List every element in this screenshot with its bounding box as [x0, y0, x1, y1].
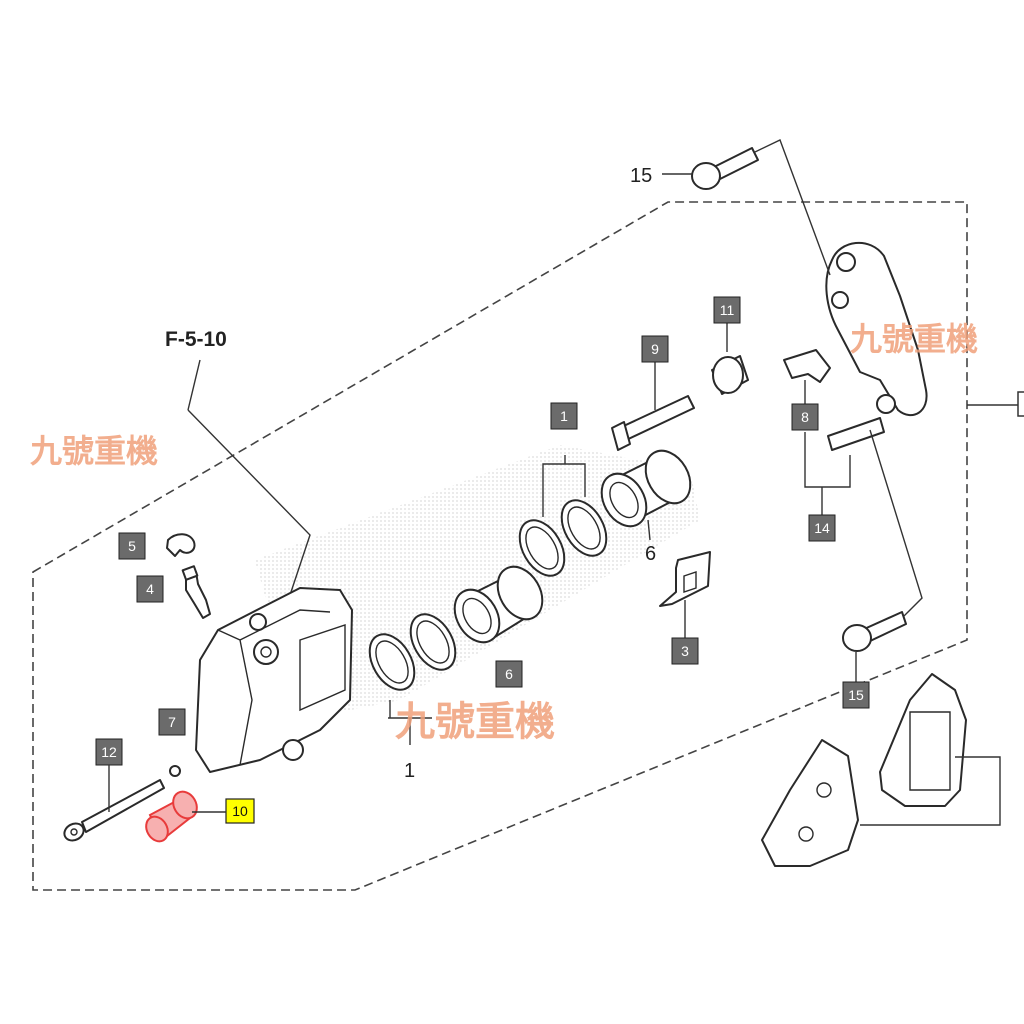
reference-label: F-5-10 [165, 328, 227, 351]
label-box-15: 15 [842, 681, 870, 709]
label-box-14: 14 [808, 514, 836, 542]
label-box-12: 12 [95, 738, 123, 766]
offpage-box [1017, 391, 1024, 417]
pads-bracket [860, 756, 1001, 826]
label-box-9: 9 [641, 335, 669, 363]
svg-text:6: 6 [505, 666, 513, 682]
part-15-bolt-bottom [842, 611, 907, 652]
reference-leader [187, 359, 201, 411]
svg-text:8: 8 [801, 409, 809, 425]
part-1-bottom-bracket [388, 717, 432, 745]
label-box-11: 11 [713, 296, 741, 324]
label-15-top: 15 [630, 165, 652, 187]
svg-text:14: 14 [814, 520, 830, 536]
label-box-10-highlighted: 10 [225, 798, 255, 824]
part-3-pad-spring [659, 551, 711, 607]
svg-text:15: 15 [848, 687, 864, 703]
svg-text:12: 12 [101, 744, 117, 760]
part-10-bolt-highlighted [145, 790, 198, 843]
part-15-top-line [754, 139, 831, 276]
part-6-piston-upper [600, 449, 692, 528]
part-7-washer [169, 765, 181, 777]
watermark-center: 九號重機 [395, 699, 555, 745]
svg-text:4: 4 [146, 581, 154, 597]
part-4-bleeder-valve [181, 565, 211, 619]
brake-pads [761, 673, 967, 867]
part-8-clip [783, 349, 831, 383]
svg-text:9: 9 [651, 341, 659, 357]
part-15-bolt-top [691, 147, 759, 190]
part-6-piston-lower [453, 565, 544, 644]
label-6-plain: 6 [645, 543, 656, 565]
part-14-bracket [804, 432, 851, 515]
label-box-3: 3 [671, 637, 699, 665]
label-box-1-top: 1 [550, 402, 578, 430]
part-9-slide-pin [611, 395, 695, 451]
svg-text:5: 5 [128, 538, 136, 554]
svg-text:10: 10 [232, 803, 248, 819]
reference-leader-2 [187, 409, 311, 611]
part-6-plain-leader [647, 519, 651, 541]
watermark-left: 九號重機 [30, 432, 158, 470]
part-5-clip [166, 533, 196, 557]
svg-text:3: 3 [681, 643, 689, 659]
part-11-boot [711, 355, 749, 395]
assembly-outline [32, 201, 968, 891]
label-box-5: 5 [118, 532, 146, 560]
part-12-pin [63, 779, 165, 842]
label-box-7: 7 [158, 708, 186, 736]
label-box-6: 6 [495, 660, 523, 688]
label-1-bottom: 1 [404, 760, 415, 782]
caliper-bracket [825, 241, 928, 451]
part-1-seals-top [518, 499, 608, 577]
part-15-bottom-line [869, 429, 923, 617]
svg-text:7: 7 [168, 714, 176, 730]
label-box-4: 4 [136, 575, 164, 603]
svg-text:11: 11 [720, 302, 735, 318]
label-box-8: 8 [791, 403, 819, 431]
watermark-right: 九號重機 [850, 320, 978, 358]
part-1-top-bracket [542, 455, 586, 517]
svg-text:1: 1 [560, 408, 568, 424]
part-1-seals-bottom [368, 613, 457, 691]
caliper-body [195, 587, 353, 773]
